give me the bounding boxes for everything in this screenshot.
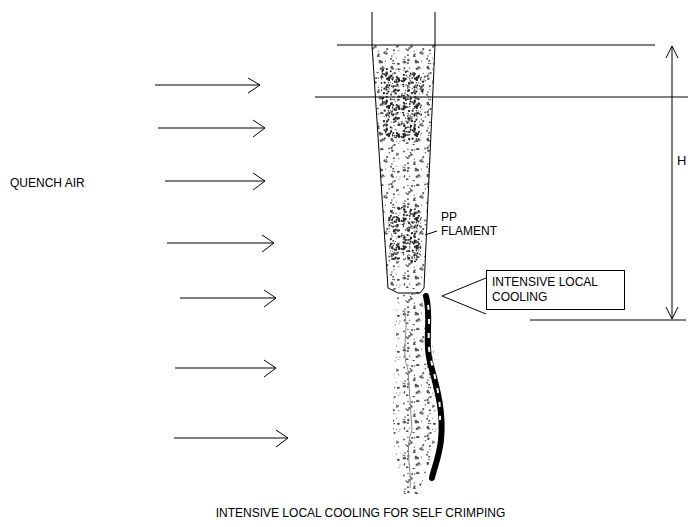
- flow-label: QUENCH AIR: [10, 176, 130, 190]
- leader-lines: [425, 231, 486, 314]
- crimped-strand-highlight: [428, 305, 440, 420]
- filament-cone: [372, 45, 435, 293]
- callout-text: INTENSIVE LOCAL COOLING: [487, 271, 624, 309]
- dimension-label: H: [677, 154, 689, 168]
- caption: INTENSIVE LOCAL COOLING FOR SELF CRIMPIN…: [0, 506, 691, 520]
- filament-shading: [404, 310, 412, 488]
- filament-shading: [380, 67, 425, 143]
- quench-air-arrows: [155, 78, 288, 447]
- part-label: PP FLAMENT: [439, 210, 503, 238]
- spinneret-outline: [315, 12, 688, 97]
- filament-thread: [393, 293, 439, 494]
- crimped-strand: [426, 296, 442, 478]
- callout-box: INTENSIVE LOCAL COOLING: [486, 270, 625, 310]
- filament-shading: [388, 205, 422, 263]
